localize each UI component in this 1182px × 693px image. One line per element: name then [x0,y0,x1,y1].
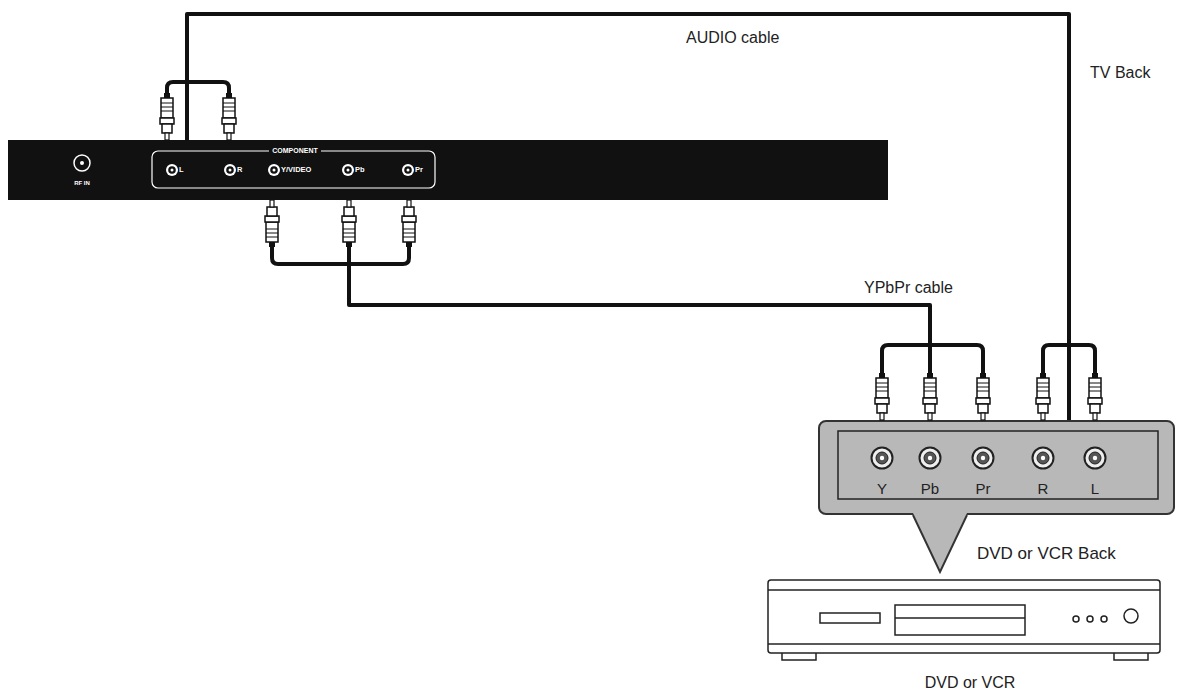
cable-split [167,82,229,95]
jack [342,164,354,176]
caption-label: DVD or VCR Back [975,545,1118,564]
jack-label: R [237,166,242,174]
jack [920,448,941,469]
rca-plug [402,200,416,247]
jack-label: Y/VIDEO [281,166,311,174]
cable-line [187,14,1069,420]
jack-label: L [1091,481,1099,498]
jack-label: Pb [355,166,365,174]
jack [402,164,414,176]
jack [1085,448,1106,469]
rca-plug [1036,373,1050,420]
rca-plug [265,200,279,247]
jack-label: R [1038,481,1049,498]
rca-plug [222,93,236,140]
rca-plug [875,373,889,420]
dvd-back-panel: Y Pb Pr R L [818,420,1175,515]
jack-label: Pb [921,481,939,498]
caption-label: DVD or VCR [923,674,1018,692]
jack-label: RF IN [74,180,90,187]
rca-plug [1088,373,1102,420]
jack [268,164,280,176]
jack [872,448,893,469]
jack-label: Pr [976,481,991,498]
rca-plug [160,93,174,140]
caption-label: TV Back [1088,64,1152,82]
cable-split [272,245,409,264]
rca-plug [342,200,356,247]
rca-plug [976,373,990,420]
cable-label: YPbPr cable [862,279,955,297]
cable-label: AUDIO cable [684,29,781,47]
callout-pointer [913,515,967,572]
dvd-player [768,580,1160,660]
cable-split [1043,345,1095,375]
jack [973,448,994,469]
tv-back-panel: RF IN COMPONENT L R Y/VIDEO Pb Pr [8,140,888,200]
jack [166,164,178,176]
jack-label: L [179,166,184,174]
jack [224,164,236,176]
jack-label: Y [877,481,887,498]
cable [187,14,1069,420]
jack-label: Pr [415,166,423,174]
component-bracket [152,151,435,188]
panel-frame [838,431,1158,499]
callout-pointer [913,513,967,572]
cable-split [882,345,983,375]
cable [349,200,930,420]
jack-label: COMPONENT [269,147,321,155]
cable-line [349,200,930,420]
rf-jack [74,155,90,171]
rca-plug [923,373,937,420]
jack [1033,448,1054,469]
